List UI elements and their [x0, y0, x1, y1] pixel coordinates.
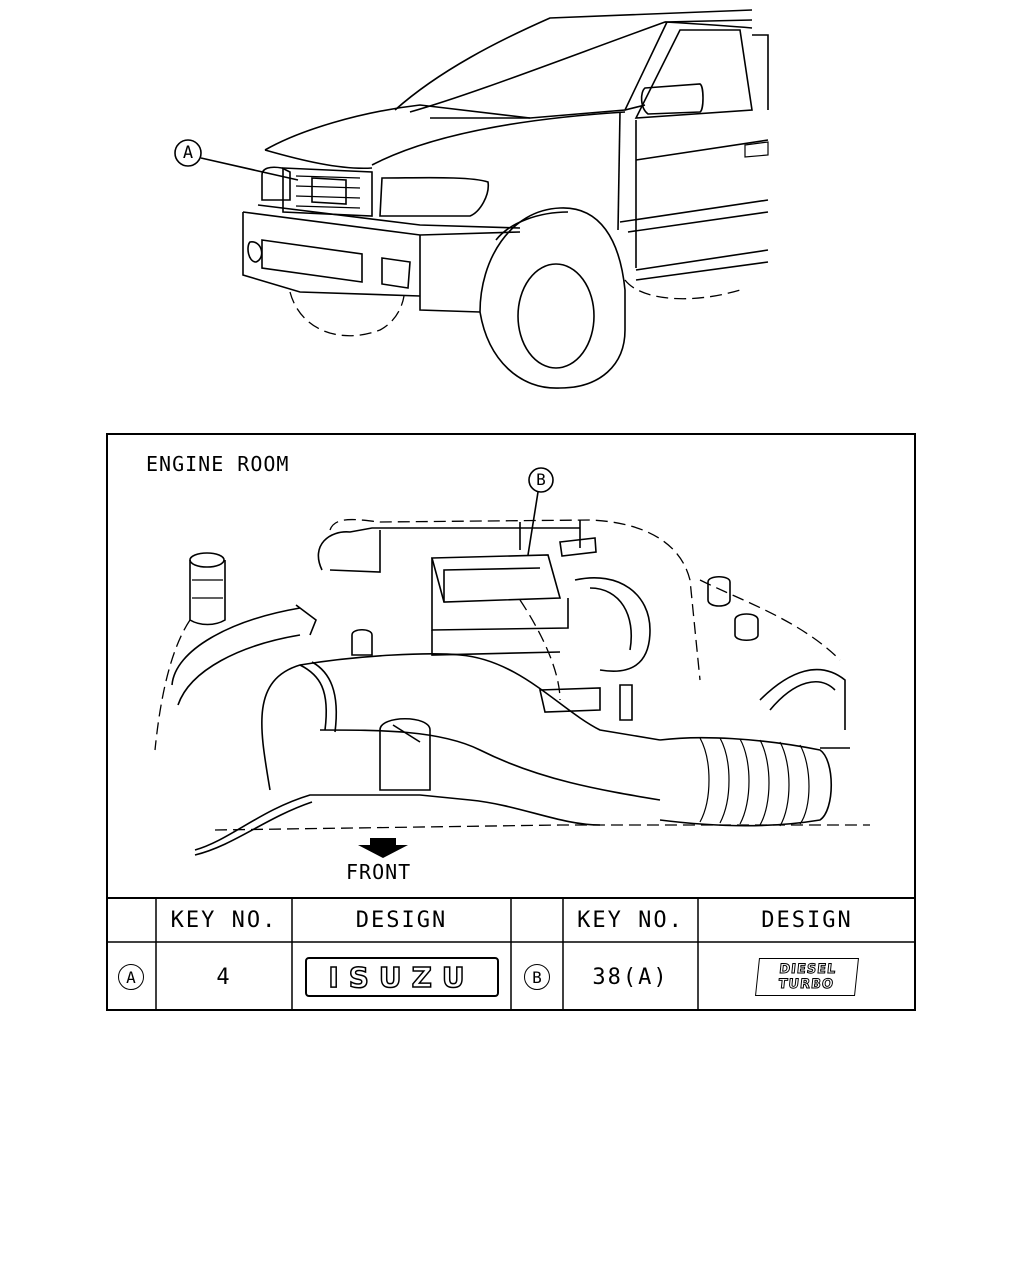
- engine-illustration: [154, 467, 870, 858]
- key-no-a: 4: [216, 964, 232, 990]
- marker-b-cell: B: [511, 943, 563, 1011]
- callout-a-label: A: [182, 143, 194, 163]
- diesel-turbo-badge: DIESEL TURBO: [755, 958, 859, 996]
- isuzu-emblem-text: ISUZU: [328, 960, 475, 995]
- marker-a-cell: A: [106, 943, 156, 1011]
- design-a-cell: ISUZU: [292, 943, 511, 1011]
- engine-room-title: ENGINE ROOM: [146, 452, 290, 476]
- callout-b-label: B: [536, 470, 546, 489]
- header-key-no-left: KEY NO.: [170, 908, 278, 933]
- isuzu-emblem: ISUZU: [304, 957, 499, 997]
- header-key-no-right: KEY NO.: [577, 908, 684, 933]
- header-design-left: DESIGN: [355, 908, 448, 933]
- marker-b: B: [524, 964, 550, 990]
- design-b-cell: DIESEL TURBO: [698, 943, 916, 1011]
- front-label: FRONT: [346, 860, 412, 884]
- key-no-b: 38(A): [592, 964, 669, 990]
- marker-a: A: [118, 964, 144, 990]
- vehicle-illustration: [174, 9, 769, 389]
- header-design-right: DESIGN: [761, 908, 853, 933]
- diesel-turbo-text: DIESEL TURBO: [777, 962, 838, 993]
- parts-table: KEY NO. DESIGN KEY NO. DESIGN A 4 ISUZU …: [106, 897, 916, 1011]
